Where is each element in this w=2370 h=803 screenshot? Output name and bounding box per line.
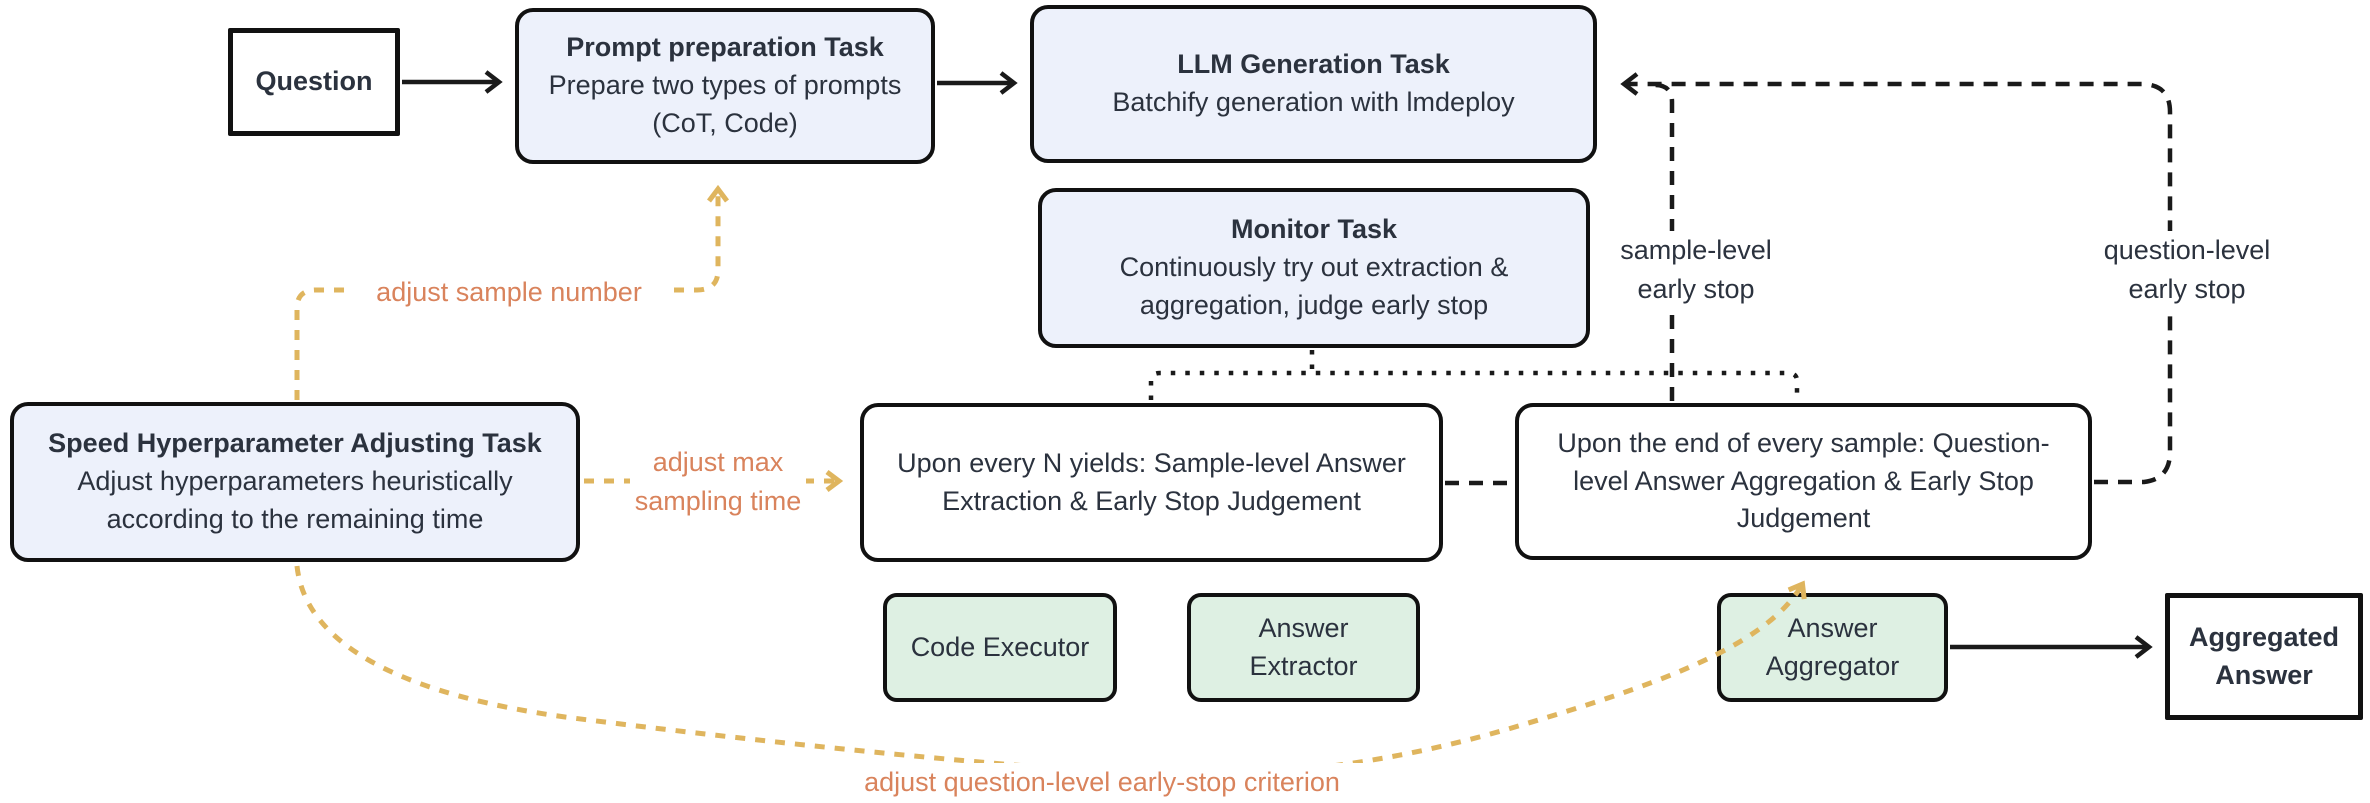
question-box: Question <box>228 28 400 136</box>
speed-hyperparameter-line1: Adjust hyperparameters heuristically <box>77 466 513 497</box>
monitor-task-box: Monitor Task Continuously try out extrac… <box>1038 188 1590 348</box>
solid-arrows <box>402 70 2153 659</box>
aggregated-answer-label: Aggregated Answer <box>2188 621 2340 690</box>
prompt-preparation-title: Prompt preparation Task <box>566 32 884 63</box>
answer-aggregator-label: Answer Aggregator <box>1765 612 1900 681</box>
speed-hyperparameter-adjusting-task-box: Speed Hyperparameter Adjusting Task Adju… <box>10 402 580 562</box>
speed-hyperparameter-line2: according to the remaining time <box>106 503 484 534</box>
adjust-sample-number-label: adjust sample number <box>352 273 666 313</box>
llm-generation-line1: Batchify generation with lmdeploy <box>1112 87 1515 117</box>
question-level-early-stop-label: question-level early stop <box>2080 231 2294 310</box>
question-level-judgement-text: Upon the end of every sample: Question-l… <box>1557 427 2050 534</box>
answer-extractor-label: Answer Extractor <box>1249 612 1358 681</box>
question-label: Question <box>255 66 373 97</box>
code-executor-label: Code Executor <box>910 631 1090 662</box>
answer-aggregator-box: Answer Aggregator <box>1717 593 1948 702</box>
monitor-branch-line <box>1148 370 1800 400</box>
answer-extractor-box: Answer Extractor <box>1187 593 1420 702</box>
llm-generation-title: LLM Generation Task <box>1177 49 1450 80</box>
monitor-line2: aggregation, judge early stop <box>1139 289 1489 320</box>
sample-level-judgement-text: Upon every N yields: Sample-level Answer… <box>897 447 1406 516</box>
aggregated-answer-box: Aggregated Answer <box>2165 593 2363 720</box>
sample-level-early-stop-label: sample-level early stop <box>1596 231 1796 310</box>
question-level-judgement-box: Upon the end of every sample: Question-l… <box>1515 403 2092 560</box>
prompt-preparation-task-box: Prompt preparation Task Prepare two type… <box>515 8 935 164</box>
monitor-title: Monitor Task <box>1230 214 1397 245</box>
adjust-max-sampling-time-label: adjust max sampling time <box>630 443 806 522</box>
adjust-question-level-criterion-label: adjust question-level early-stop criteri… <box>828 763 1376 803</box>
prompt-preparation-line1: Prepare two types of prompts <box>548 70 902 101</box>
speed-hyperparameter-title: Speed Hyperparameter Adjusting Task <box>48 428 542 459</box>
prompt-preparation-line2: (CoT, Code) <box>652 107 798 138</box>
monitor-dotted-lines <box>1148 350 1800 400</box>
llm-generation-task-box: LLM Generation Task Batchify generation … <box>1030 5 1597 163</box>
monitor-line1: Continuously try out extraction & <box>1119 252 1509 283</box>
sample-level-judgement-box: Upon every N yields: Sample-level Answer… <box>860 403 1443 562</box>
code-executor-box: Code Executor <box>883 593 1117 702</box>
